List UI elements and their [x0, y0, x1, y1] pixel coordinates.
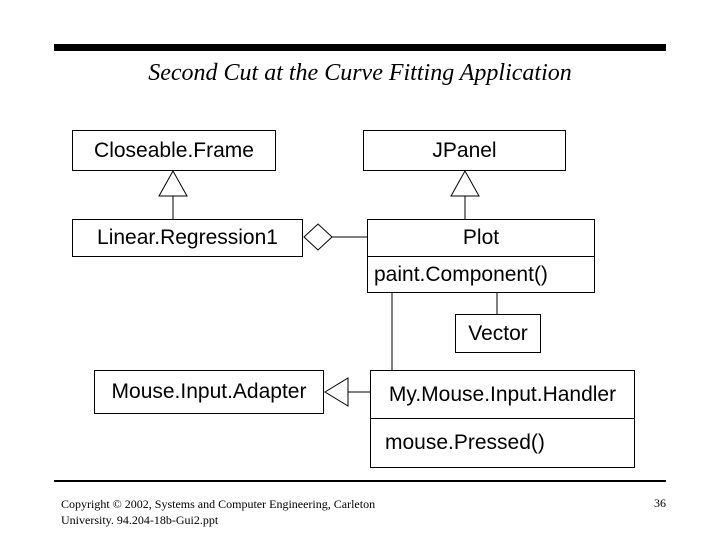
- bottom-rule: [54, 480, 666, 482]
- slide-title: Second Cut at the Curve Fitting Applicat…: [148, 60, 572, 86]
- footer-line-2: University. 94.204-18b-Gui2.ppt: [61, 513, 219, 527]
- class-jpanel: JPanel: [363, 130, 566, 171]
- page-number: 36: [654, 496, 666, 510]
- class-my-mouse-input-handler-label: My.Mouse.Input.Handler: [388, 382, 617, 406]
- handler-method-compartment: mouse.Pressed(): [370, 418, 635, 468]
- class-jpanel-label: JPanel: [432, 138, 497, 162]
- aggregation-diamond: [303, 223, 333, 251]
- class-mouse-input-adapter-label: Mouse.Input.Adapter: [111, 380, 307, 403]
- copyright-footer: Copyright © 2002, Systems and Computer E…: [61, 496, 481, 528]
- class-vector: Vector: [455, 314, 541, 353]
- class-plot: Plot: [367, 219, 595, 257]
- inheritance-triangle-adapter: [324, 377, 349, 407]
- class-closeable-frame: Closeable.Frame: [72, 130, 276, 171]
- handler-method-label: mouse.Pressed(): [385, 431, 545, 454]
- class-mouse-input-adapter: Mouse.Input.Adapter: [94, 370, 324, 414]
- footer-line-1: Copyright © 2002, Systems and Computer E…: [61, 497, 376, 511]
- inheritance-triangle-jpanel: [450, 169, 480, 197]
- class-linear-regression1: Linear.Regression1: [72, 219, 303, 257]
- class-closeable-frame-label: Closeable.Frame: [94, 138, 254, 162]
- class-linear-regression1-label: Linear.Regression1: [97, 226, 278, 249]
- class-vector-label: Vector: [468, 321, 528, 345]
- top-rule: [54, 44, 666, 51]
- plot-method-compartment: paint.Component(): [367, 256, 595, 293]
- class-my-mouse-input-handler: My.Mouse.Input.Handler: [370, 370, 635, 419]
- inheritance-triangle-closeable: [158, 169, 188, 197]
- class-plot-label: Plot: [462, 226, 500, 249]
- plot-method-label: paint.Component(): [374, 262, 548, 286]
